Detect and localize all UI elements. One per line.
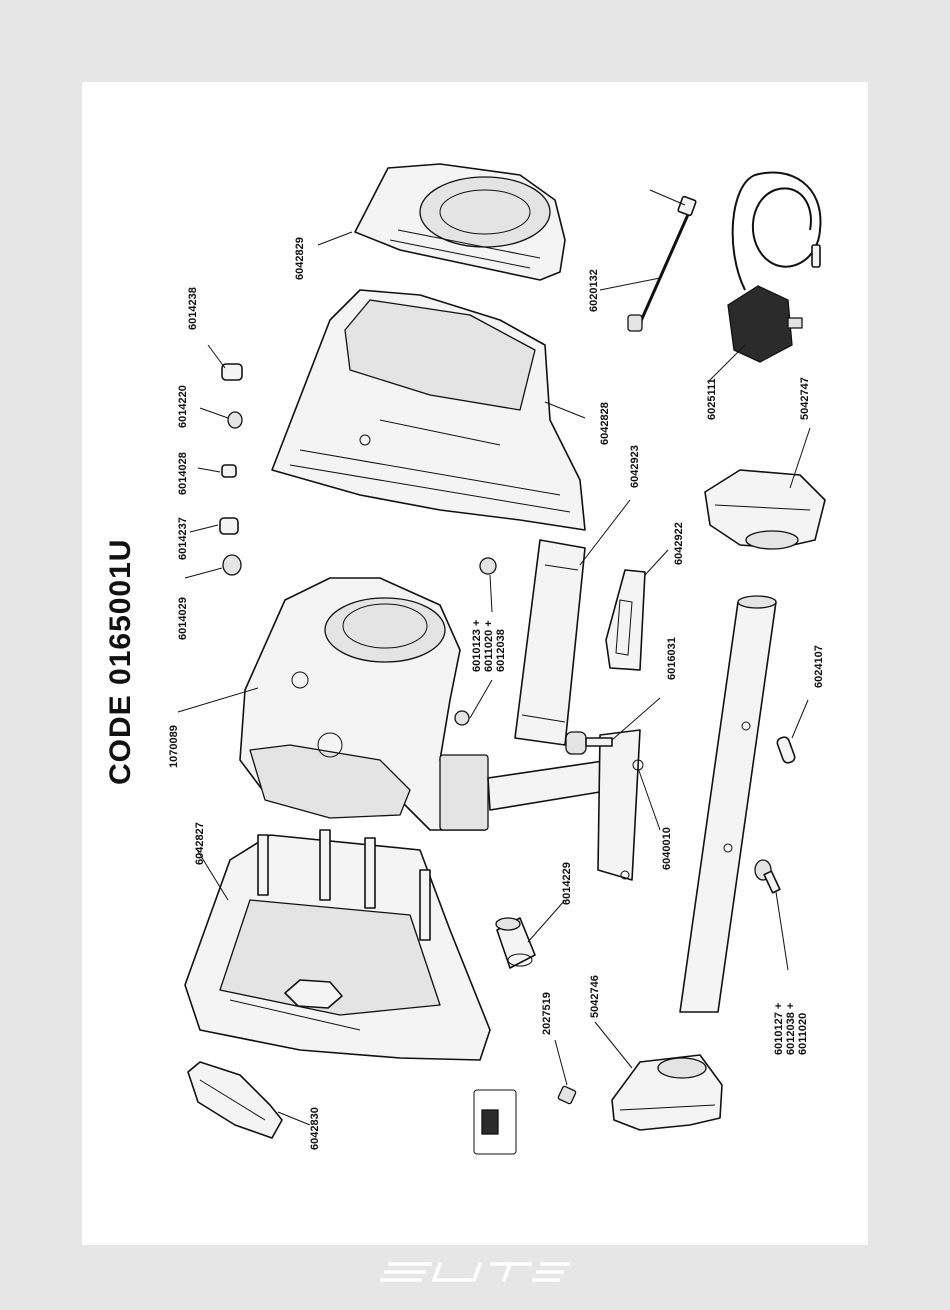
part-label-2027519: 2027519	[541, 992, 553, 1035]
top-cover-part	[355, 164, 565, 280]
pin-part	[776, 736, 796, 765]
main-housing-part	[272, 290, 585, 530]
part-label-6042827: 6042827	[194, 822, 206, 865]
leader-line	[792, 700, 808, 738]
leg-frame-part	[488, 730, 643, 880]
part-label-6014237: 6014237	[177, 517, 189, 560]
part-label-6025111: 6025111	[706, 378, 718, 420]
leader-line	[708, 345, 745, 382]
bushing-parts	[220, 364, 242, 575]
leader-line	[638, 768, 660, 830]
leader-line	[555, 1040, 567, 1085]
leader-line	[278, 1112, 310, 1125]
foot-part	[612, 1055, 722, 1130]
base-part	[185, 830, 490, 1060]
part-label-6042922: 6042922	[673, 522, 685, 565]
nut-part	[558, 1086, 577, 1105]
quick-start-sticker	[474, 1090, 516, 1154]
leader-line	[776, 892, 788, 970]
part-label-6014238: 6014238	[187, 287, 199, 330]
leader-line	[198, 468, 220, 472]
part-label-combo-a-3: 6012038	[495, 629, 507, 672]
upper-foot-part	[705, 470, 825, 549]
small-cover-part	[188, 1062, 282, 1138]
part-label-combo-a-2: 6011020 +	[483, 620, 495, 672]
part-label-6014028: 6014028	[177, 452, 189, 495]
leader-line	[545, 402, 585, 418]
part-label-1070089: 1070089	[168, 725, 180, 768]
leader-line	[490, 575, 492, 612]
part-label-6020132: 6020132	[588, 269, 600, 312]
document-code: CODE 0165001U	[104, 539, 137, 785]
part-label-6042829: 6042829	[294, 237, 306, 280]
part-label-combo-b-2: 6012038 +	[785, 1003, 797, 1055]
leader-line	[600, 278, 660, 290]
part-label-6016031: 6016031	[666, 637, 678, 680]
leader-line	[645, 550, 668, 575]
leader-line	[185, 568, 222, 578]
leader-line	[528, 900, 565, 942]
leader-line	[190, 525, 218, 532]
leader-line	[208, 345, 225, 368]
part-label-6042830: 6042830	[309, 1107, 321, 1150]
part-label-5042747: 5042747	[799, 377, 811, 420]
leader-line	[318, 232, 352, 245]
part-label-6014029: 6014029	[177, 597, 189, 640]
leader-line	[200, 408, 228, 418]
part-label-5042746: 5042746	[589, 975, 601, 1018]
leg-tube-part	[680, 596, 776, 1012]
part-label-6014220: 6014220	[177, 385, 189, 428]
clip-part	[606, 570, 645, 670]
part-label-combo-b-3: 6011020	[797, 1013, 809, 1055]
part-label-6042923: 6042923	[629, 445, 641, 488]
part-label-combo-b-1: 6010127 +	[773, 1003, 785, 1055]
skewer-part	[628, 190, 696, 331]
power-adapter-part	[728, 172, 820, 362]
part-label-combo-a-1: 6010123 +	[471, 620, 483, 672]
part-label-6014229: 6014229	[561, 862, 573, 905]
motor-assembly-part	[240, 578, 488, 830]
screw-set-b-part	[755, 860, 780, 893]
elite-logo	[382, 1264, 568, 1280]
part-label-6024107: 6024107	[813, 645, 825, 688]
leader-line	[470, 680, 492, 718]
leader-line	[595, 1022, 632, 1068]
cassette-body-part	[496, 918, 535, 968]
part-label-6040010: 6040010	[661, 827, 673, 870]
part-label-6042828: 6042828	[599, 402, 611, 445]
leader-line	[580, 500, 630, 565]
handle-bar-part	[515, 540, 585, 745]
